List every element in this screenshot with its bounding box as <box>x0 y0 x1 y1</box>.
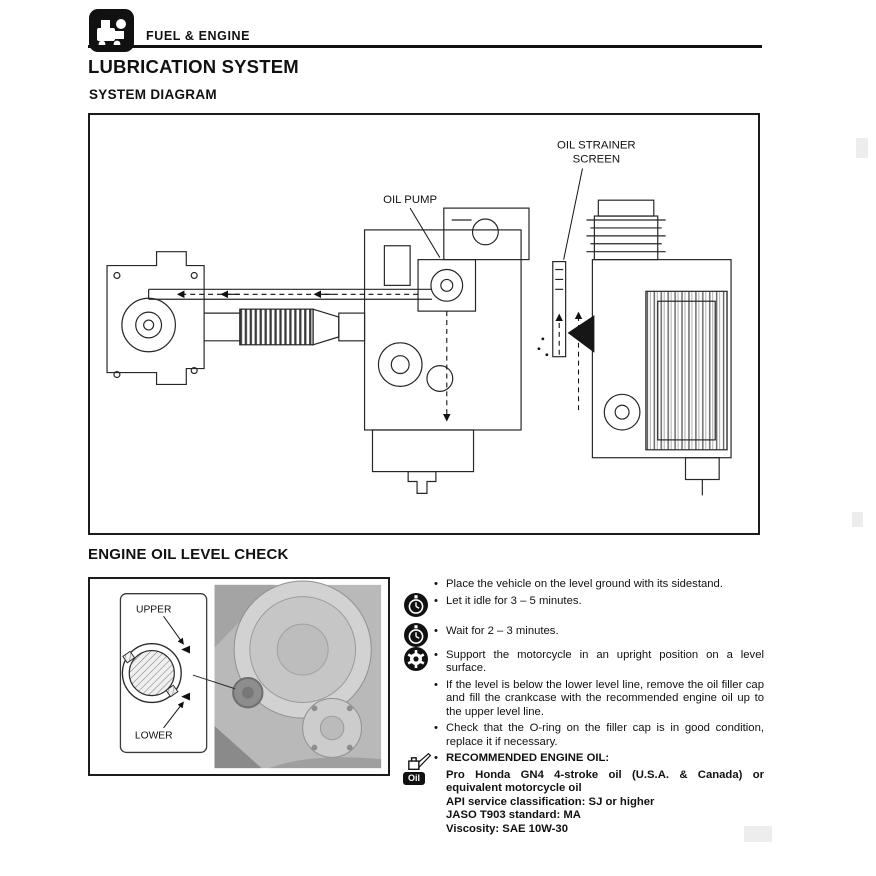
strainer-horn <box>567 315 595 353</box>
lower-label: LOWER <box>135 731 173 742</box>
oil-spec-line: Viscosity: SAE 10W-30 <box>446 822 568 835</box>
procedure-steps: • Place the vehicle on the level ground … <box>402 578 764 836</box>
step-6: • Check that the O-ring on the filler ca… <box>402 722 764 749</box>
bullet-marker: • <box>434 722 438 734</box>
oil-pump-label: OIL PUMP <box>383 194 437 206</box>
icon-slot <box>402 592 434 617</box>
system-diagram-figure: OIL PUMP OIL STRAINER SCREEN <box>88 113 760 535</box>
stopwatch-icon <box>404 623 428 647</box>
icon-slot <box>402 722 434 723</box>
step-text: Wait for 2 – 3 minutes. <box>446 625 559 637</box>
gear-icon <box>404 646 428 671</box>
icon-slot: Oil <box>402 752 434 785</box>
lower-leader <box>163 701 184 729</box>
step-text: Check that the O-ring on the filler cap … <box>446 722 764 748</box>
cap-pointer-line <box>192 674 236 690</box>
oil-strainer-label-line1: OIL STRAINER <box>557 140 636 152</box>
step-text: Support the motorcycle in an upright pos… <box>446 648 764 675</box>
oil-spec-line: Pro Honda GN4 4-stroke oil (U.S.A. & Can… <box>446 768 764 795</box>
engine-cover-photo <box>214 580 382 769</box>
oil-spec-line: JASO T903 standard: MA <box>446 809 581 821</box>
upper-leader <box>163 615 184 645</box>
callout-leaders <box>409 168 583 260</box>
upper-label: UPPER <box>136 604 171 615</box>
oil-spec-lines: Pro Honda GN4 4-stroke oil (U.S.A. & Can… <box>446 769 764 837</box>
step-text: Let it idle for 3 – 5 minutes. <box>446 594 582 607</box>
oil-check-title: ENGINE OIL LEVEL CHECK <box>88 546 289 563</box>
lubrication-diagram: OIL PUMP OIL STRAINER SCREEN <box>106 140 732 496</box>
step-text: If the level is below the lower level li… <box>446 678 764 718</box>
engine-cross-section <box>106 199 732 496</box>
step-3: • Wait for 2 – 3 minutes. <box>402 623 764 647</box>
bullet-marker: • <box>434 578 438 590</box>
oil-level-illustration: UPPER LOWER <box>119 580 382 769</box>
step-2: • Let it idle for 3 – 5 minutes. <box>402 592 764 617</box>
step-5: • If the level is below the lower level … <box>402 679 764 720</box>
bullet-marker: • <box>434 594 438 607</box>
oil-spec-line: API service classification: SJ or higher <box>446 795 655 808</box>
icon-slot <box>402 578 434 579</box>
oil-badge-label: Oil <box>403 772 426 785</box>
filler-cap-diagram <box>121 642 182 704</box>
header-rule <box>88 45 762 48</box>
step-4: • Support the motorcycle in an upright p… <box>402 646 764 676</box>
step-text: Place the vehicle on the level ground wi… <box>446 578 723 590</box>
icon-slot <box>402 646 434 671</box>
bullet-marker: • <box>434 752 438 764</box>
bullet-marker: • <box>434 625 438 637</box>
lower-level-arrow <box>181 692 191 701</box>
engine-icon <box>88 8 135 53</box>
icon-slot <box>402 623 434 647</box>
scan-artifact <box>852 512 863 527</box>
stopwatch-icon <box>404 592 428 617</box>
scan-artifact <box>744 826 772 842</box>
oil-spec-heading-row: Oil • RECOMMENDED ENGINE OIL: <box>402 752 764 785</box>
bullet-marker: • <box>434 648 438 661</box>
oil-strainer-label-line2: SCREEN <box>573 154 620 166</box>
icon-slot <box>402 679 434 680</box>
scan-artifact <box>856 138 868 158</box>
oil-level-figure: UPPER LOWER <box>88 577 390 776</box>
oil-spec-heading: RECOMMENDED ENGINE OIL: <box>446 752 610 764</box>
step-1: • Place the vehicle on the level ground … <box>402 578 764 592</box>
oil-can-icon <box>408 752 432 770</box>
section-label: FUEL & ENGINE <box>146 29 251 43</box>
page-title: LUBRICATION SYSTEM <box>88 56 299 77</box>
diagram-title: SYSTEM DIAGRAM <box>89 87 217 102</box>
bullet-marker: • <box>434 678 438 691</box>
upper-level-arrow <box>181 645 191 654</box>
